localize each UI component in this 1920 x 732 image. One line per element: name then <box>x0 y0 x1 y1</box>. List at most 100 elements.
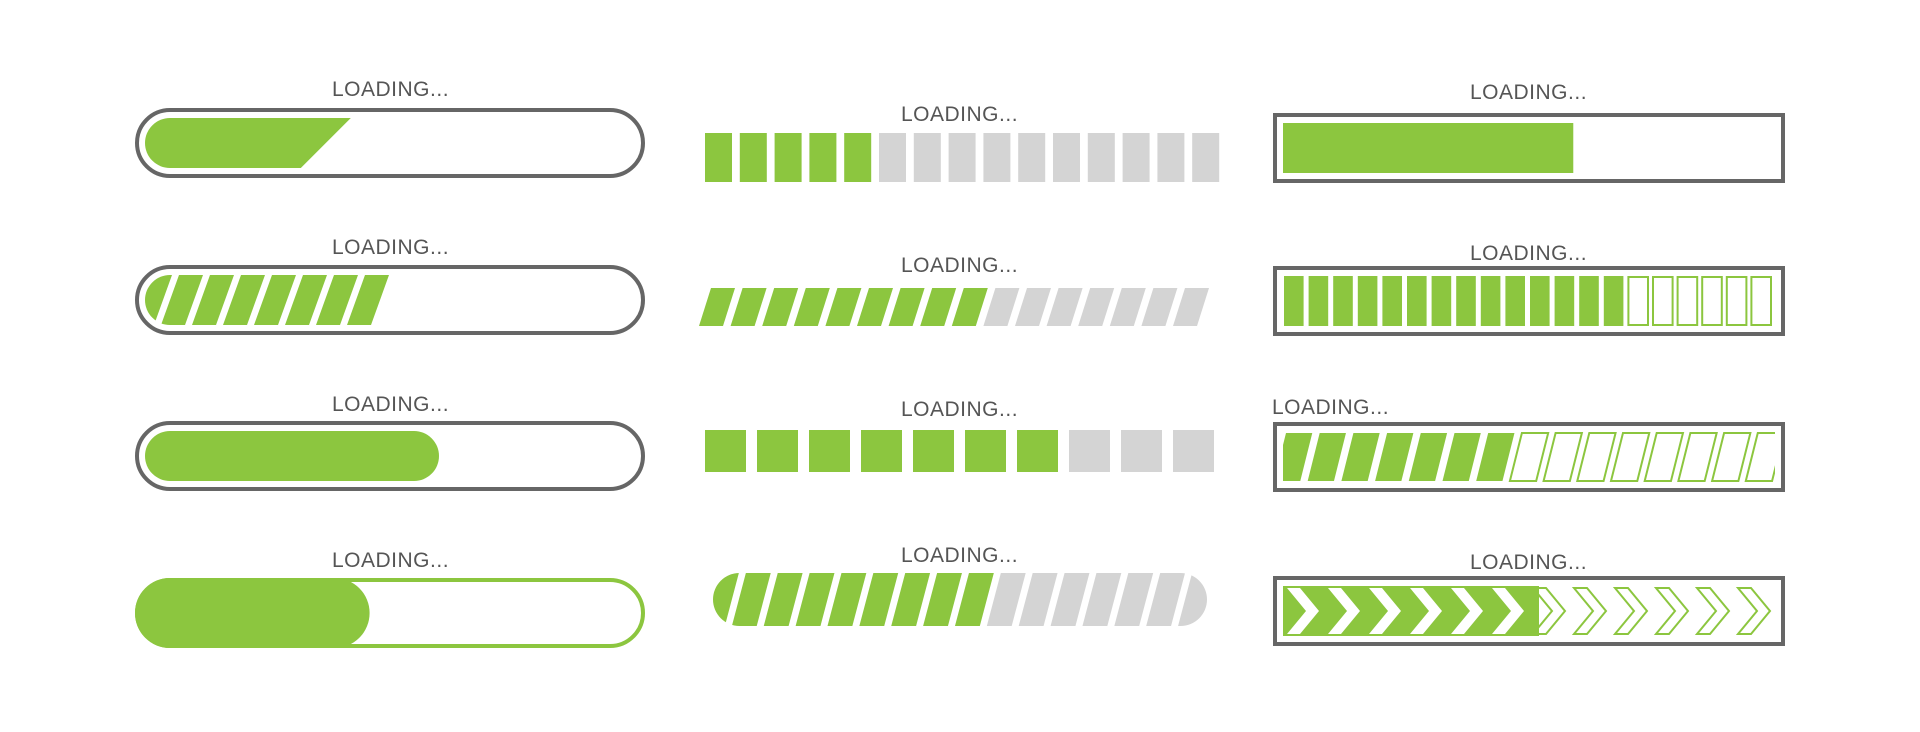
segment-15 <box>1141 288 1178 326</box>
segment-11 <box>1015 288 1051 326</box>
chevron-1 <box>1287 588 1319 634</box>
loading-label-6: LOADING... <box>901 254 1019 277</box>
slant-6 <box>1442 433 1481 481</box>
chevron-10 <box>1653 587 1690 635</box>
segment-16 <box>1173 288 1209 326</box>
stripe-3 <box>763 573 803 626</box>
block-2 <box>1308 276 1329 326</box>
segment-10 <box>983 288 1020 326</box>
bar-frame <box>135 265 645 335</box>
segment-6 <box>965 430 1006 472</box>
segment-3 <box>774 133 802 182</box>
stripe-16 <box>1178 573 1207 626</box>
segment-9 <box>1121 430 1162 472</box>
stripe-8 <box>347 275 389 325</box>
loader-rounded-slanted <box>135 108 645 178</box>
stripe-9 <box>954 573 994 626</box>
segment-13 <box>1122 133 1150 182</box>
segment-13 <box>1078 288 1115 326</box>
segment-7 <box>1017 430 1058 472</box>
segment-6 <box>857 288 893 326</box>
slant-11 <box>1609 432 1651 482</box>
stripe-4 <box>795 573 835 626</box>
segment-9 <box>951 288 988 326</box>
segment-11 <box>1053 133 1080 182</box>
segment-10 <box>1173 430 1214 472</box>
bar-frame <box>1273 266 1785 336</box>
loading-label-12: LOADING... <box>1470 551 1588 574</box>
chevron-band <box>1283 586 1539 636</box>
block-19 <box>1725 276 1748 326</box>
segment-3 <box>809 430 850 472</box>
stripe-12 <box>1050 573 1090 626</box>
loading-label-11: LOADING... <box>1272 396 1390 419</box>
stripe-8 <box>923 573 962 626</box>
block-1 <box>1284 276 1304 326</box>
loading-label-4: LOADING... <box>332 549 450 572</box>
loading-label-8: LOADING... <box>901 544 1019 567</box>
loader-slanted-segments <box>699 288 1209 326</box>
block-17 <box>1676 276 1699 326</box>
stripe-13 <box>1082 573 1122 626</box>
stripe-2 <box>161 275 203 325</box>
stripe-14 <box>1114 573 1154 626</box>
stripe-7 <box>891 573 931 626</box>
loader-box-chevrons <box>1273 576 1785 646</box>
bar-stripes <box>713 573 1207 626</box>
segment-8 <box>948 133 976 182</box>
stripe-10 <box>986 573 1026 626</box>
slant-7 <box>1476 433 1515 481</box>
slant-10 <box>1576 432 1617 482</box>
chevron-7 <box>1530 587 1567 635</box>
block-5 <box>1382 276 1402 326</box>
loader-rounded-pill <box>135 421 645 491</box>
segment-5 <box>913 430 954 472</box>
chevron-6 <box>1492 588 1524 634</box>
stripe-11 <box>1018 573 1058 626</box>
loader-pill-stripes <box>713 573 1207 626</box>
block-4 <box>1357 276 1378 326</box>
segment-5 <box>825 288 862 326</box>
segment-5 <box>844 133 872 182</box>
segment-12 <box>1087 133 1115 182</box>
segment-1 <box>705 430 746 472</box>
segment-3 <box>762 288 799 326</box>
chevron-3 <box>1369 588 1401 634</box>
block-14 <box>1603 276 1624 326</box>
loading-label-1: LOADING... <box>332 78 450 101</box>
segment-8 <box>1069 430 1110 472</box>
block-3 <box>1333 276 1353 326</box>
bar-frame <box>1273 422 1785 492</box>
bar-fill <box>135 578 370 648</box>
loader-green-pill <box>135 578 645 648</box>
block-15 <box>1627 276 1650 326</box>
segment-4 <box>861 430 902 472</box>
stripe-2 <box>731 573 771 626</box>
loader-rounded-stripes <box>135 265 645 335</box>
block-10 <box>1505 276 1525 326</box>
loading-label-5: LOADING... <box>901 103 1019 126</box>
loading-label-10: LOADING... <box>1470 242 1588 265</box>
loader-square-segments <box>705 133 1220 182</box>
segment-15 <box>1192 133 1220 182</box>
slant-3 <box>1341 433 1380 481</box>
slant-4 <box>1375 433 1414 481</box>
bar-frame <box>1273 576 1785 646</box>
chevron-11 <box>1694 587 1731 635</box>
slant-2 <box>1307 433 1346 481</box>
segment-7 <box>913 133 941 182</box>
bar-slants <box>1283 432 1775 482</box>
block-18 <box>1701 276 1723 326</box>
bar-frame <box>1273 113 1785 183</box>
slant-1 <box>1283 433 1313 481</box>
loading-label-3: LOADING... <box>332 393 450 416</box>
bar-frame <box>135 421 645 491</box>
segment-14 <box>1109 288 1146 326</box>
block-6 <box>1407 276 1427 326</box>
slant-13 <box>1677 432 1718 482</box>
segment-8 <box>920 288 957 326</box>
stripe-4 <box>223 275 265 325</box>
stripe-6 <box>859 573 899 626</box>
chevron-5 <box>1451 588 1483 634</box>
